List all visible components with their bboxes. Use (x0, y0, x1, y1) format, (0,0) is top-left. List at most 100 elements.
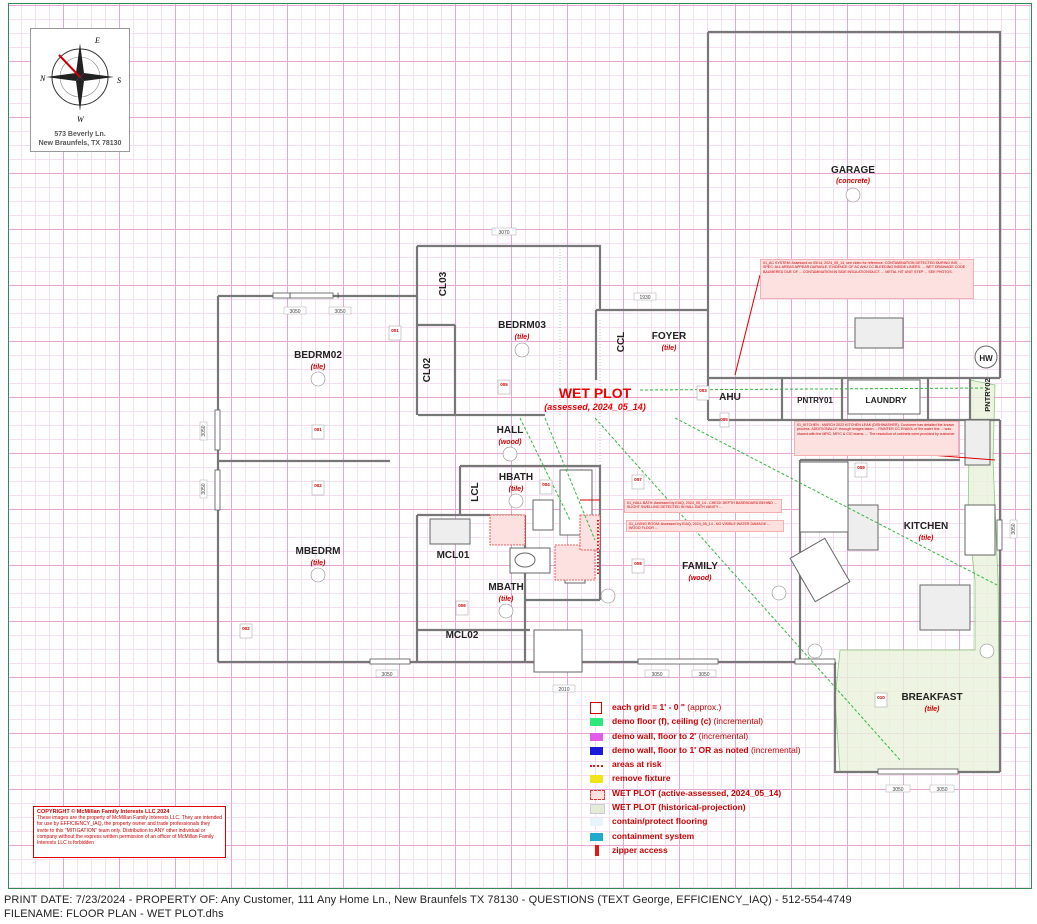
wet-plot-title: WET PLOT (assessed, 2024_05_14) (544, 385, 646, 412)
legend-swatch-grid (590, 702, 602, 714)
legend-suffix: (incremental) (696, 730, 749, 741)
legend-swatch (595, 844, 599, 856)
breakfast-material: (tile) (925, 706, 940, 713)
legend-swatch (590, 732, 603, 741)
copyright-body: These images are the property of McMilla… (37, 815, 222, 847)
ac-system-note: 01_AC SYSTEM: Assessed on 05/14, 2024_05… (760, 259, 974, 299)
marker-label: 003 (699, 388, 707, 393)
compass-icon: E N S W (39, 36, 121, 124)
foyer-material: (tile) (662, 345, 677, 352)
legend-suffix: (incremental) (748, 744, 801, 755)
legend-item: areas at risk (590, 759, 820, 773)
marker-label: 010 (877, 695, 885, 700)
legend-label: WET PLOT (active-assessed, 2024_05_14) (612, 787, 782, 798)
wet-plot-subtitle: (assessed, 2024_05_14) (544, 402, 646, 412)
opening-tag: 3050 (289, 309, 300, 315)
kitchen-material: (tile) (919, 535, 934, 542)
bedrm02-material: (tile) (311, 364, 326, 371)
legend-swatch (590, 765, 603, 768)
garage-material: (concrete) (836, 178, 871, 185)
note-pointer-lines (580, 274, 996, 501)
bedrm02-label: BEDRM02 (294, 350, 342, 361)
historical-wet-plot (834, 379, 1001, 773)
marker-label: 001 (314, 427, 322, 432)
mcl02-label: MCL02 (446, 630, 479, 641)
legend-swatch (590, 832, 603, 841)
legend-item: zipper access (590, 844, 820, 859)
lcl-label: LCL (470, 482, 481, 501)
laundry-label: LAUNDRY (865, 395, 907, 405)
legend-item: WET PLOT (active-assessed, 2024_05_14) (590, 788, 820, 802)
hall-label: HALL (497, 425, 524, 436)
legend-label: each grid = 1' - 0 " (612, 702, 685, 712)
kitchen-label: KITCHEN (904, 521, 948, 532)
family-label: FAMILY (682, 561, 718, 572)
legend-suffix: (approx.) (684, 702, 722, 712)
legend-label: demo wall, floor to 1' OR as noted (612, 744, 749, 755)
legend-item: containment system (590, 831, 820, 845)
legend-swatch (590, 789, 605, 800)
opening-tag: 3050 (1011, 523, 1017, 534)
legend-swatch (590, 818, 603, 827)
opening-tag: 3050 (201, 425, 207, 436)
wet-plot-pointer-lines (519, 387, 998, 761)
mbath-label: MBATH (488, 582, 523, 593)
mcl01-label: MCL01 (437, 550, 470, 561)
garage-label: GARAGE (831, 165, 875, 176)
copyright-title: COPYRIGHT © McMillan Family Interests LL… (37, 809, 170, 815)
legend-item: WET PLOT (historical-projection) (590, 802, 820, 816)
compass-w: W (77, 115, 85, 124)
cl02-label: CL02 (422, 357, 433, 382)
legend-label: remove fixture (612, 773, 671, 784)
opening-tag: 2010 (558, 687, 569, 693)
marker-label: 005 (500, 382, 508, 387)
ahu-label: AHU (719, 392, 741, 403)
marker-label: 005 (720, 417, 728, 422)
room-labels: GARAGE (concrete) BEDRM03 (tile) BEDRM02… (294, 165, 993, 713)
marker-label: 002 (314, 483, 322, 488)
marker-label: 002 (242, 626, 250, 631)
legend-label: zipper access (612, 844, 668, 855)
legend-item: demo wall, floor to 1' OR as noted (incr… (590, 745, 820, 759)
foyer-label: FOYER (652, 331, 687, 342)
marker-label: 001 (391, 328, 399, 333)
legend-label: areas at risk (612, 759, 662, 770)
legend-label: containment system (612, 830, 695, 841)
address-line-2: New Braunfels, TX 78130 (38, 140, 122, 147)
legend-item: remove fixture (590, 773, 820, 787)
address-line-1: 573 Beverly Ln. (54, 131, 106, 138)
living-room-note: 01_LIVING ROOM: Assessed by EIAQ, 2024_0… (626, 520, 784, 532)
marker-label: 009 (857, 465, 865, 470)
hbath-label: HBATH (499, 472, 533, 483)
hw-label: HW (979, 354, 993, 363)
marker-label: 004 (542, 482, 550, 487)
pntry01-label: PNTRY01 (797, 396, 833, 405)
opening-tag: 3050 (381, 672, 392, 678)
compass-rose: E N S W 573 Beverly Ln. New Braunfels, T… (30, 28, 130, 152)
moisture-readings (310, 187, 995, 659)
legend-suffix: (incremental) (711, 716, 764, 727)
opening-tag: 3050 (698, 672, 709, 678)
legend-item: contain/protect flooring (590, 816, 820, 830)
hall-bath-note: 01_HALL BATH: Assessed by EIAQ, 2024_05_… (624, 499, 782, 513)
kitchen-leak-note: 01_KITCHEN - MARCH 2022 KITCHEN LEAK (DI… (794, 421, 959, 456)
legend-label: demo floor (f), ceiling (c) (612, 716, 712, 727)
legend-swatch (590, 718, 603, 727)
bedrm03-material: (tile) (515, 334, 530, 341)
opening-tags: 3070 3050 3050 1930 3050 3050 3050 3050 … (199, 227, 1018, 793)
pntry02-label: PNTRY02 (983, 378, 992, 411)
legend-label: demo wall, floor to 2' (612, 730, 697, 741)
breakfast-label: BREAKFAST (901, 692, 962, 703)
opening-tag: 3050 (201, 483, 207, 494)
mbedrm-material: (tile) (311, 560, 326, 567)
marker-label: 006 (458, 603, 466, 608)
mbedrm-label: MBEDRM (296, 546, 341, 557)
ccl-label: CCL (616, 332, 627, 353)
opening-tag: 3050 (892, 787, 903, 793)
bedrm03-label: BEDRM03 (498, 320, 546, 331)
legend-item: demo wall, floor to 2' (incremental) (590, 731, 820, 745)
marker-label: 008 (634, 561, 642, 566)
legend-label: contain/protect flooring (612, 816, 708, 827)
hbath-material: (tile) (509, 486, 524, 493)
footer-print-line: PRINT DATE: 7/23/2024 - PROPERTY OF: Any… (4, 894, 852, 906)
